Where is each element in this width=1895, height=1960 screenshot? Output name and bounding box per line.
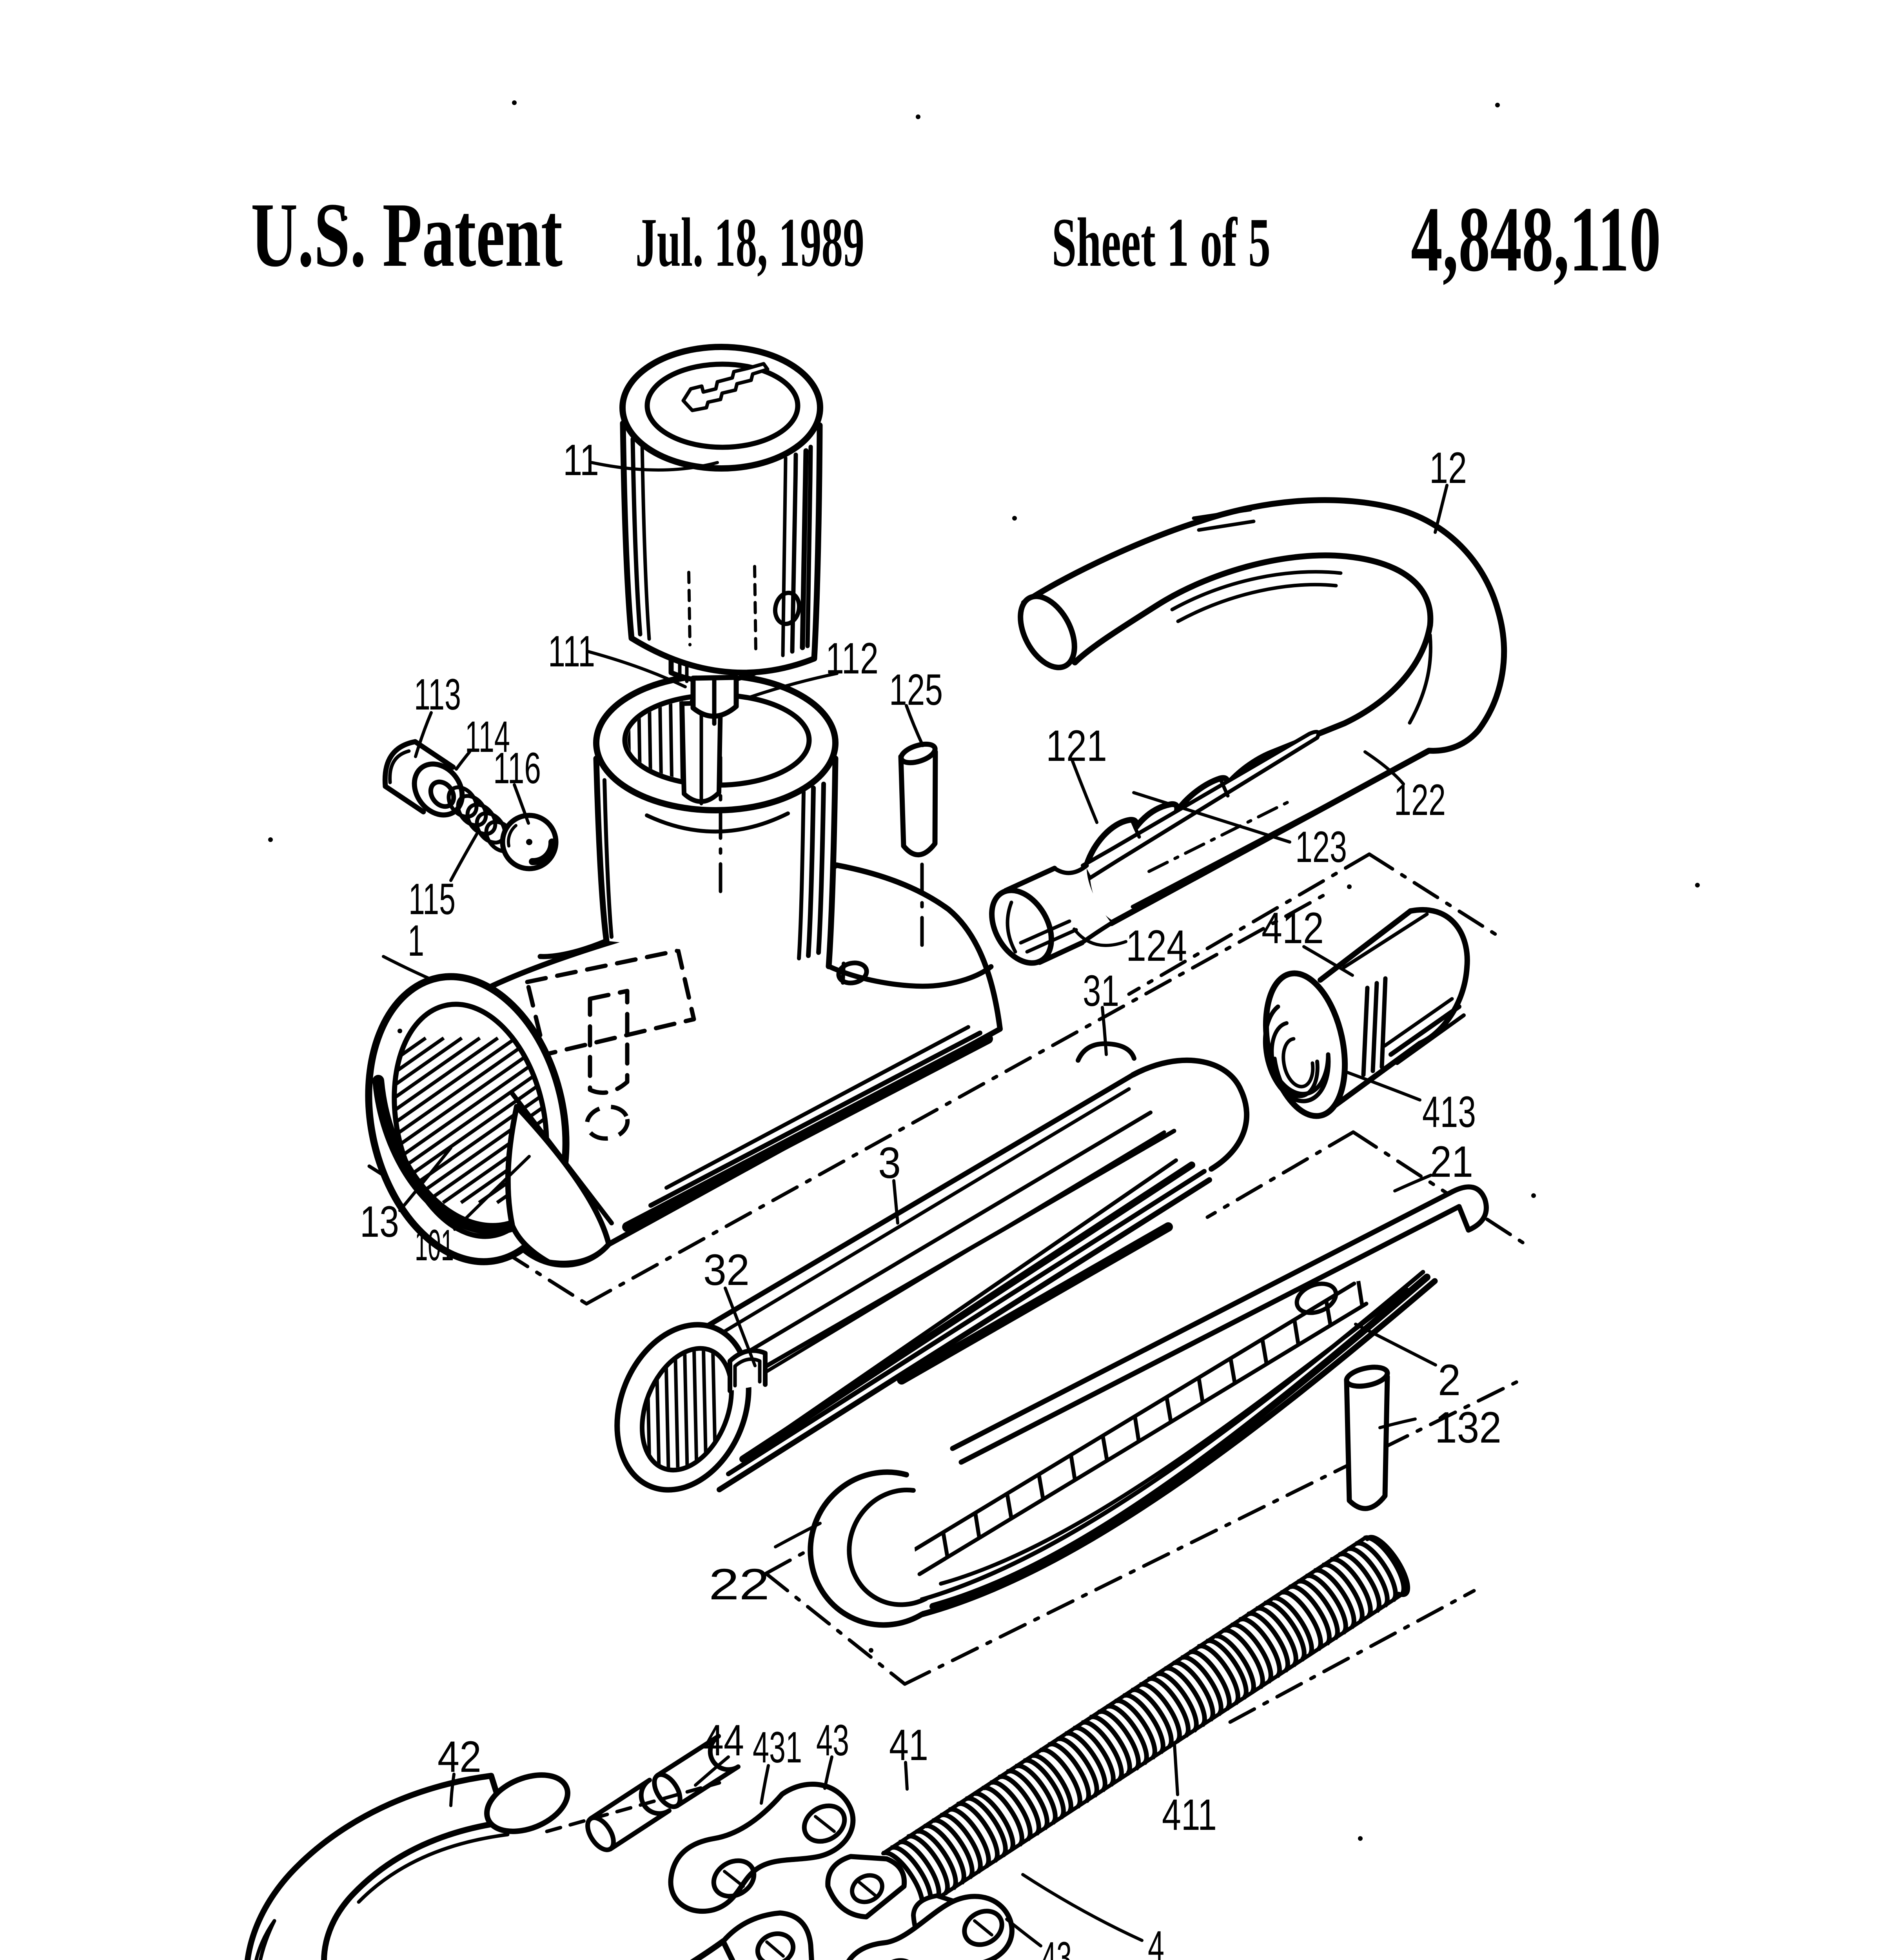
svg-text:Sheet 1 of 5: Sheet 1 of 5 [1052, 203, 1271, 281]
svg-text:116: 116 [493, 744, 541, 793]
svg-text:125: 125 [889, 665, 943, 714]
svg-text:32: 32 [703, 1245, 750, 1294]
svg-text:21: 21 [1430, 1137, 1473, 1186]
svg-text:101: 101 [415, 1221, 454, 1270]
svg-text:11: 11 [563, 436, 599, 485]
svg-text:122: 122 [1394, 775, 1446, 824]
svg-text:Jul. 18, 1989: Jul. 18, 1989 [635, 203, 864, 281]
svg-text:12: 12 [1429, 443, 1467, 492]
svg-text:132: 132 [1435, 1403, 1501, 1452]
svg-text:43: 43 [816, 1716, 849, 1765]
svg-text:22: 22 [709, 1560, 770, 1609]
svg-text:U.S. Patent: U.S. Patent [251, 184, 563, 286]
svg-text:413: 413 [1422, 1087, 1476, 1136]
svg-text:41: 41 [889, 1720, 928, 1769]
svg-text:113: 113 [414, 670, 461, 719]
svg-text:2: 2 [1438, 1356, 1461, 1405]
svg-text:4: 4 [1148, 1922, 1164, 1960]
svg-text:123: 123 [1295, 822, 1347, 871]
svg-text:114: 114 [465, 712, 510, 761]
svg-text:43: 43 [1041, 1933, 1072, 1960]
svg-text:411: 411 [1162, 1790, 1217, 1839]
svg-text:431: 431 [753, 1723, 802, 1772]
svg-text:1: 1 [408, 916, 424, 965]
svg-text:42: 42 [437, 1732, 481, 1781]
svg-text:115: 115 [408, 875, 456, 924]
svg-text:44: 44 [703, 1716, 744, 1765]
svg-text:4,848,110: 4,848,110 [1411, 188, 1661, 291]
svg-text:3: 3 [878, 1138, 901, 1187]
svg-text:31: 31 [1083, 966, 1119, 1015]
svg-text:13: 13 [360, 1197, 399, 1246]
svg-text:112: 112 [826, 634, 879, 683]
svg-text:412: 412 [1262, 904, 1324, 953]
svg-text:111: 111 [548, 627, 595, 676]
svg-text:124: 124 [1126, 921, 1187, 970]
svg-text:121: 121 [1046, 721, 1107, 770]
